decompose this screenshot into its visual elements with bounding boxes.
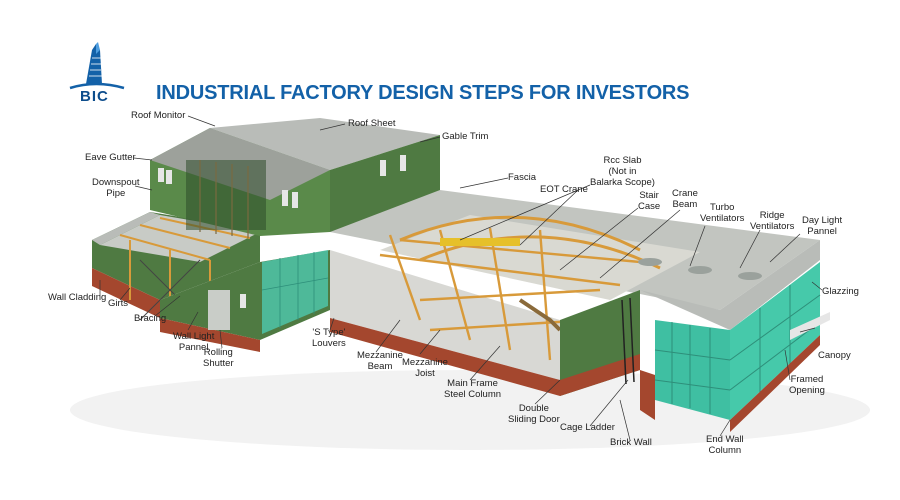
- label-main-frame-steel-column: Main Frame Steel Column: [444, 378, 502, 400]
- label-roof-monitor: Roof Monitor: [131, 110, 186, 121]
- label-rolling-shutter: Rolling Shutter: [203, 347, 234, 369]
- label-end-wall-column: End Wall Column: [706, 434, 744, 456]
- label-s-type-louvers: 'S Type' Louvers: [312, 327, 346, 349]
- label-glazzing: Glazzing: [822, 286, 859, 297]
- label-mezzanine-joist: Mezzanine Joist: [402, 357, 448, 379]
- right-end-block: [638, 240, 830, 432]
- logo-text: BIC: [80, 88, 109, 105]
- label-mezzanine-beam: Mezzanine Beam: [357, 350, 403, 372]
- label-day-light-pannel: Day Light Pannel: [802, 215, 843, 237]
- label-brick-wall: Brick Wall: [610, 437, 652, 448]
- main-hall: [330, 190, 820, 396]
- bic-logo-icon: [69, 42, 125, 90]
- label-canopy: Canopy: [818, 350, 851, 361]
- label-framed-opening: Framed Opening: [789, 374, 825, 396]
- label-double-sliding-door: Double Sliding Door: [508, 403, 560, 425]
- label-eave-gutter: Eave Gutter: [85, 152, 136, 163]
- label-wall-light-pannel: Wall Light Pannel: [173, 331, 215, 353]
- label-downspout-pipe: Downspout Pipe: [92, 177, 140, 199]
- label-wall-cladding: Wall Cladding: [48, 292, 107, 303]
- label-cage-ladder: Cage Ladder: [560, 422, 615, 433]
- label-crane-beam: Crane Beam: [672, 188, 698, 210]
- label-bracing: Bracing: [134, 313, 167, 324]
- label-girts: Girts: [108, 298, 129, 309]
- label-roof-sheet: Roof Sheet: [348, 118, 396, 129]
- label-rcc-slab: Rcc Slab (Not in Balarka Scope): [590, 155, 655, 188]
- label-eot-crane: EOT Crane: [540, 184, 588, 195]
- page-title: INDUSTRIAL FACTORY DESIGN STEPS FOR INVE…: [156, 82, 690, 104]
- label-gable-trim: Gable Trim: [442, 131, 489, 142]
- label-ridge-ventilators: Ridge Ventilators: [750, 210, 795, 232]
- left-wing: [92, 212, 260, 321]
- label-fascia: Fascia: [508, 172, 536, 183]
- label-stair-case: Stair Case: [638, 190, 661, 212]
- label-turbo-ventilators: Turbo Ventilators: [700, 202, 745, 224]
- front-middle: [160, 250, 330, 352]
